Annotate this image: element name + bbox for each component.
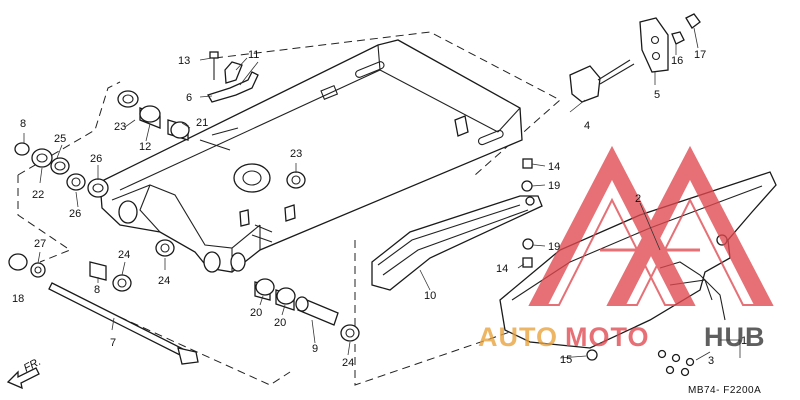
watermark-logo: AUTO MOTO HUB [478, 145, 774, 352]
chain-slider [371, 158, 543, 291]
chain-adjuster [569, 13, 701, 103]
lower-pivot-parts [8, 239, 360, 342]
callout-23-upper: 23 [114, 121, 126, 133]
callout-4: 4 [584, 120, 590, 132]
callout-27: 27 [34, 238, 46, 250]
callout-19-lower: 19 [548, 241, 560, 253]
pivot-bearing-set [14, 90, 306, 198]
callout-12: 12 [139, 141, 151, 153]
callout-11: 11 [248, 49, 259, 61]
callout-6-bracket: 6 [186, 92, 192, 104]
callout-18: 18 [12, 293, 24, 305]
front-direction-indicator: FR. [6, 356, 43, 390]
pivot-axle [48, 282, 199, 365]
swingarm-body [99, 39, 523, 273]
callout-8-lower: 8 [94, 284, 100, 296]
bracket-assembly [207, 51, 259, 103]
callout-13: 13 [178, 55, 190, 67]
part-callouts: 13 11 6 21 23 12 8 25 22 26 26 23 27 18 … [12, 49, 747, 369]
watermark-text-auto: AUTO [478, 322, 558, 352]
callout-26-lower: 26 [69, 208, 81, 220]
callout-9: 9 [312, 343, 318, 355]
callout-14-lower: 14 [496, 263, 508, 275]
callout-10: 10 [424, 290, 436, 302]
callout-23-lower: 23 [290, 148, 302, 160]
callout-15: 15 [560, 354, 572, 366]
callout-19-upper: 19 [548, 180, 560, 192]
callout-24-right: 24 [342, 357, 354, 369]
callout-17: 17 [694, 49, 706, 61]
callout-2: 2 [635, 193, 641, 205]
leader-lines [23, 27, 741, 361]
callout-22: 22 [32, 189, 44, 201]
callout-21: 21 [196, 117, 208, 129]
callout-25: 25 [54, 133, 66, 145]
front-direction-label: FR. [22, 356, 43, 375]
front-arrow-icon [6, 367, 40, 390]
callout-24-center: 24 [158, 275, 170, 287]
callout-20-left: 20 [250, 307, 262, 319]
callout-16: 16 [671, 55, 683, 67]
callout-14-upper: 14 [548, 161, 560, 173]
callout-24-left: 24 [118, 249, 130, 261]
callout-1: 1 [741, 335, 747, 347]
diagram-reference-code: MB74- F2200A [688, 385, 761, 396]
callout-20-right: 20 [274, 317, 286, 329]
callout-26-upper: 26 [90, 153, 102, 165]
callout-3: 3 [708, 355, 714, 367]
watermark-text-hub: HUB [704, 322, 766, 352]
callout-7: 7 [110, 337, 116, 349]
callout-8-upper: 8 [20, 118, 26, 130]
watermark-text-moto: MOTO [565, 322, 650, 352]
callout-5: 5 [654, 89, 660, 101]
